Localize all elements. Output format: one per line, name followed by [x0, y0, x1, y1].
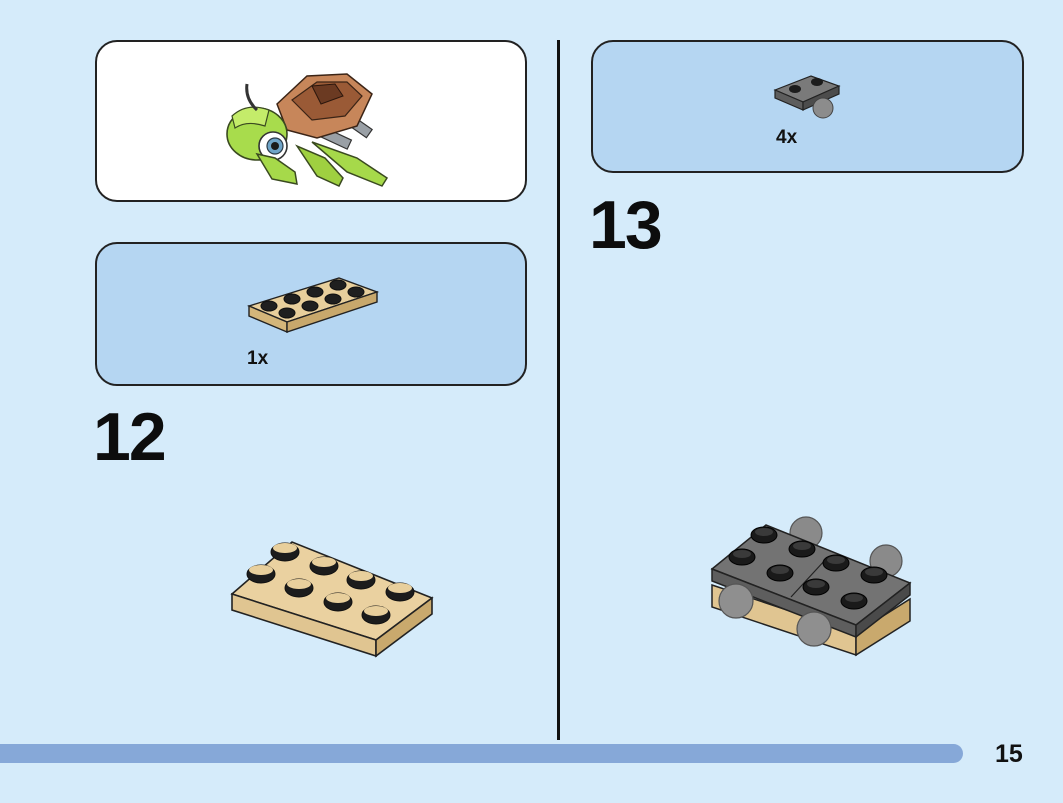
turtle-model-image — [226, 73, 389, 187]
progress-bar — [0, 744, 963, 763]
step13-parts-panel: 4x — [591, 40, 1024, 173]
step12-part-quantity: 1x — [247, 348, 269, 369]
step13-part-quantity: 4x — [776, 127, 798, 148]
step12-assembly-image — [230, 541, 434, 658]
model-preview-panel — [95, 40, 527, 202]
step12-number: 12 — [93, 399, 167, 475]
step13-number: 13 — [589, 187, 663, 263]
step13-assembly-image — [710, 516, 912, 657]
page-number: 15 — [995, 740, 1023, 768]
grey-wheel-plate-part-icon — [773, 75, 841, 119]
step12-parts-panel: 1x — [95, 242, 527, 386]
tan-plate-part-icon — [246, 277, 380, 334]
column-divider — [557, 40, 560, 740]
